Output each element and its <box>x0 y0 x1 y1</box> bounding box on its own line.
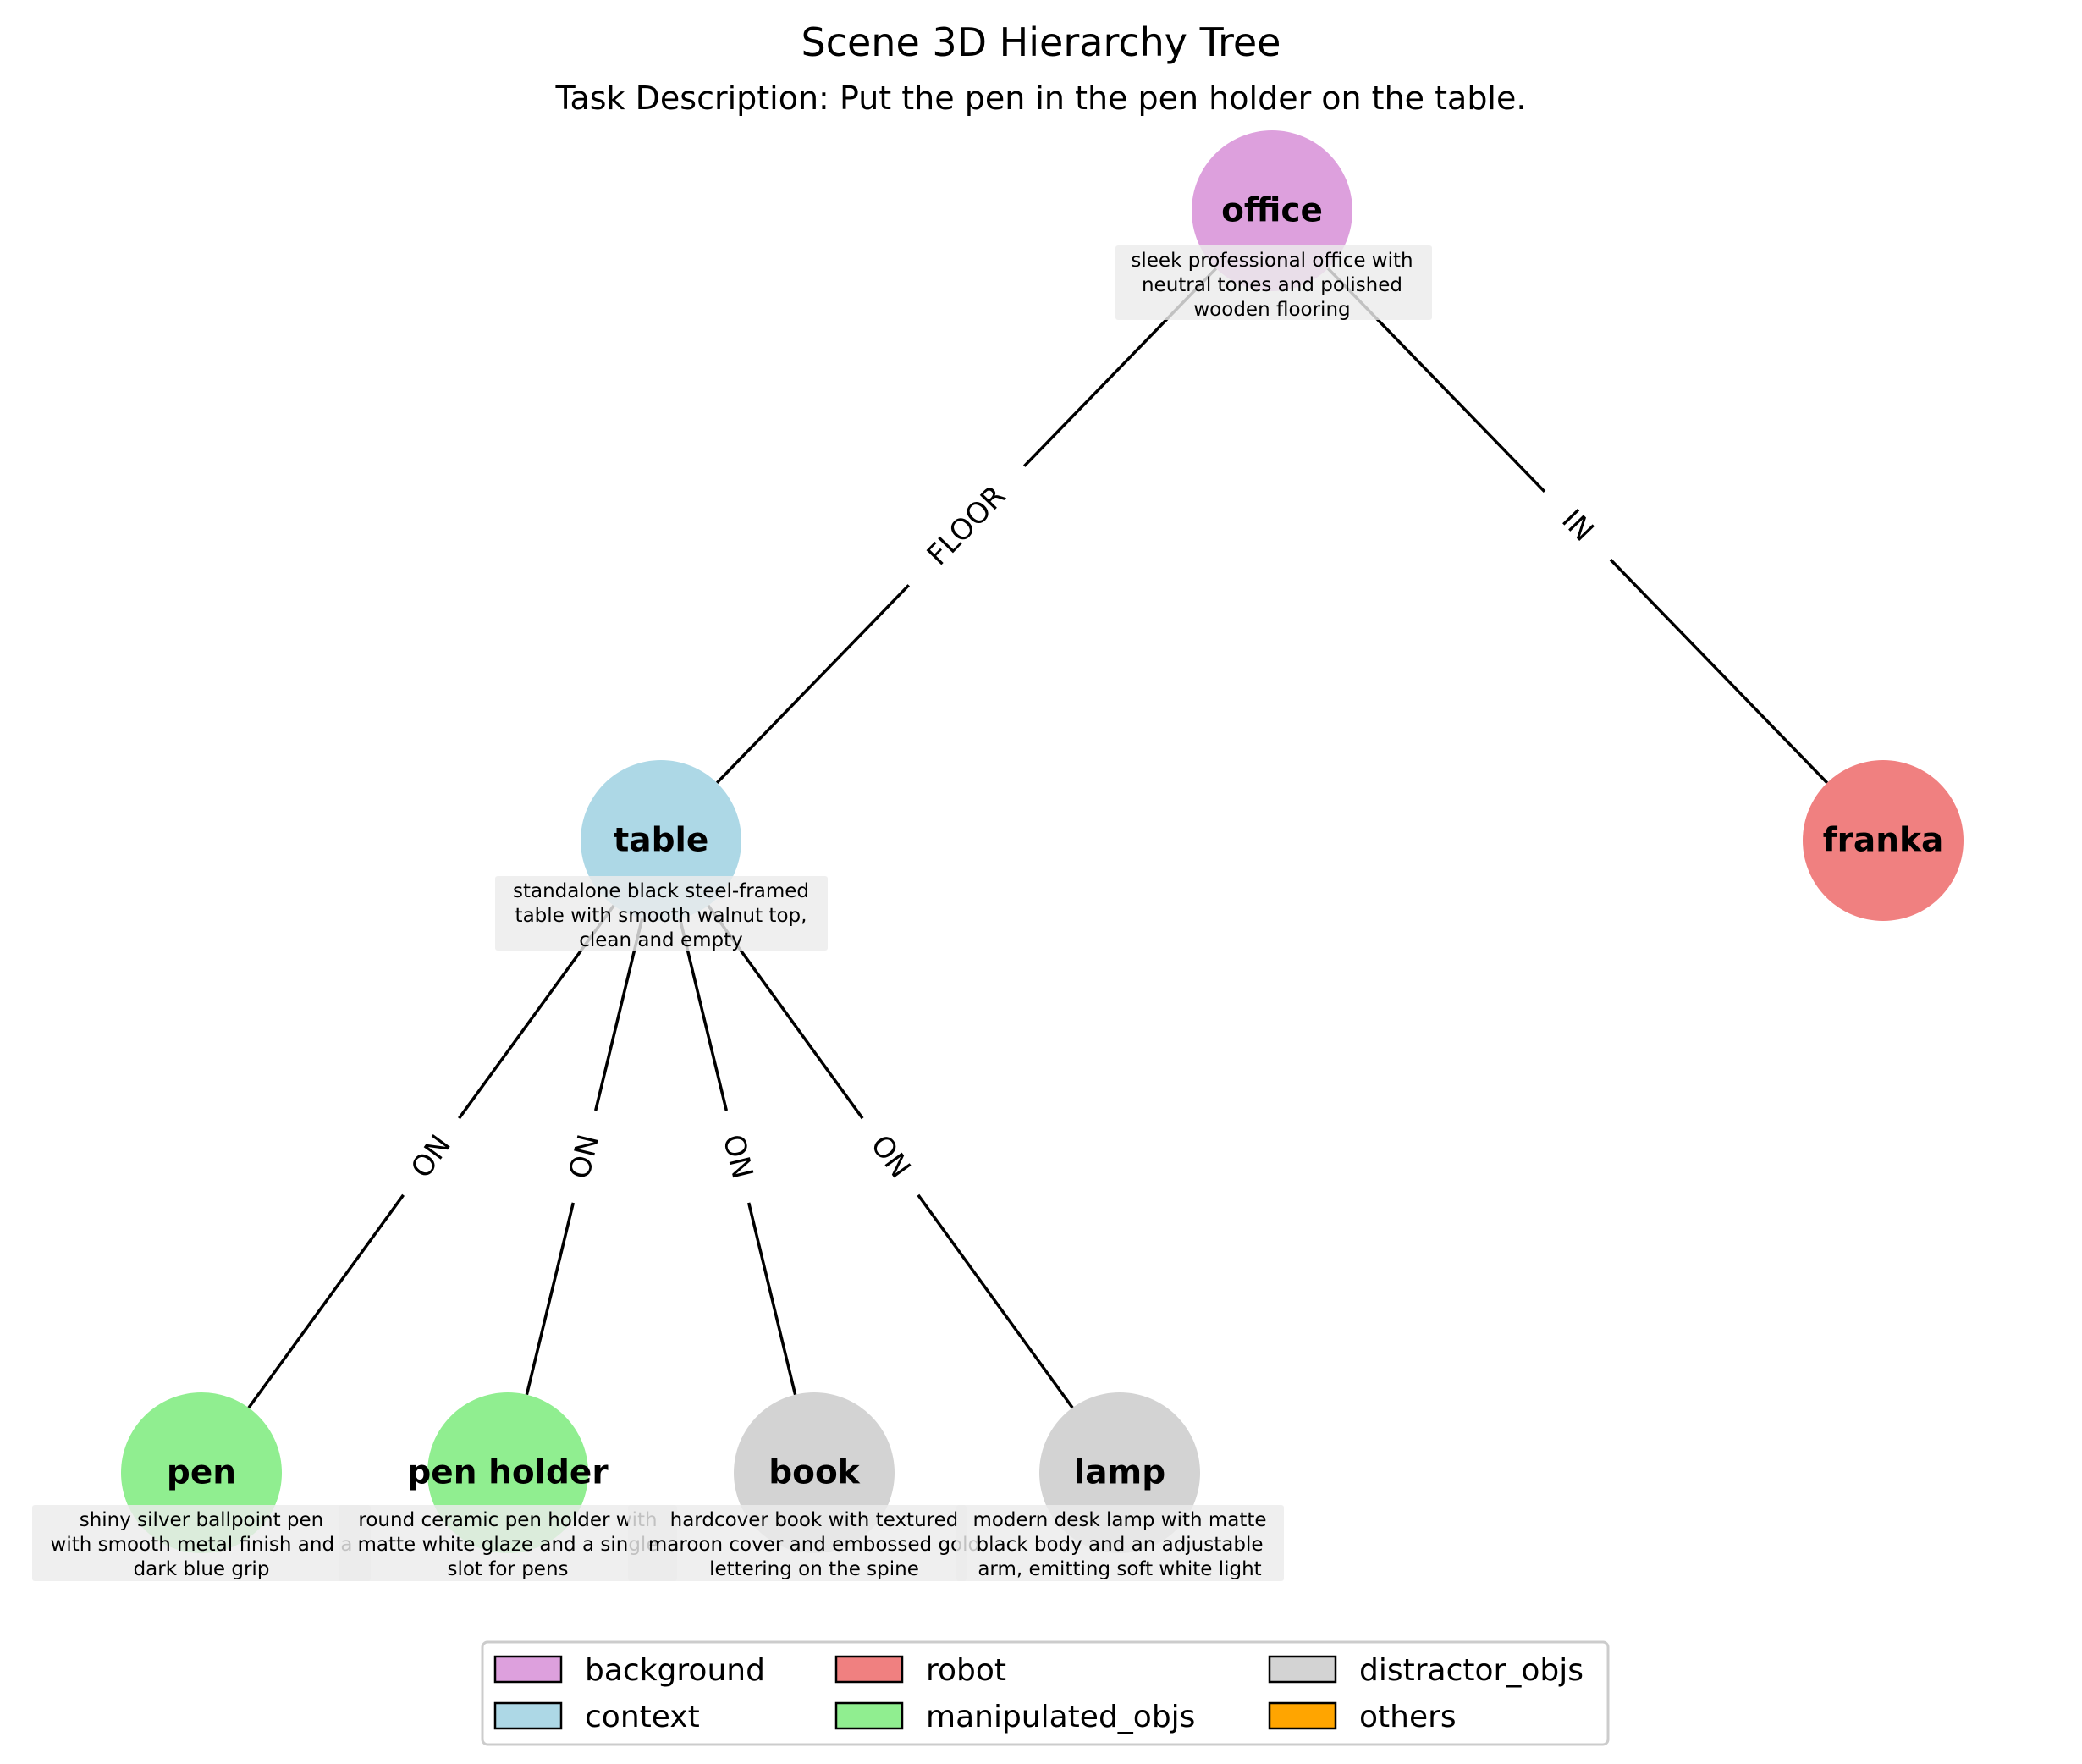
legend-swatch-robot <box>834 1655 904 1684</box>
edge-table-book-line-lower <box>746 1202 797 1396</box>
node-franka-label: franka <box>1823 822 1944 860</box>
legend: background context robot manipulated_objs di… <box>481 1640 1610 1746</box>
node-pen-description-line: with smooth metal finish and a <box>51 1534 353 1556</box>
nodes-layer: office table franka pen pen holder book lamp sl… <box>32 130 1964 1581</box>
node-pen-holder-label: pen holder <box>407 1454 609 1492</box>
node-office-label: office <box>1221 192 1323 230</box>
node-pen-description-box <box>32 1505 371 1581</box>
node-lamp-description-line: black body and an adjustable <box>976 1534 1263 1556</box>
node-pen-holder-description-box <box>339 1505 677 1581</box>
edge-office-franka-line-lower <box>1609 558 1829 785</box>
legend-label-robot: robot <box>926 1653 1006 1688</box>
node-book-description-line: lettering on the spine <box>709 1558 919 1580</box>
edge-table-pen-line-lower <box>247 1193 405 1409</box>
edge-office-franka-label: IN <box>1555 503 1600 548</box>
legend-label-manipulated-objs: manipulated_objs <box>926 1700 1195 1734</box>
node-book-description-box <box>628 1505 967 1581</box>
node-lamp-description-line: arm, emitting soft white light <box>978 1558 1261 1580</box>
node-table-description-line: standalone black steel-framed <box>513 880 809 902</box>
edge-table-lamp-line-lower <box>917 1193 1074 1409</box>
edge-table-pen-holder-label: ON <box>563 1131 606 1182</box>
edge-table-book-line-upper <box>678 918 729 1111</box>
legend-label-distractor-objs: distractor_objs <box>1359 1653 1584 1688</box>
node-office-description-line: sleek professional office with <box>1131 250 1413 272</box>
edge-table-lamp-label: ON <box>863 1129 917 1185</box>
legend-swatch-background <box>493 1655 563 1684</box>
node-pen-description-line: shiny silver ballpoint pen <box>80 1509 324 1531</box>
node-pen-label: pen <box>167 1454 236 1492</box>
legend-swatch-distractor-objs <box>1268 1655 1337 1684</box>
legend-swatch-context <box>493 1701 563 1730</box>
diagram-subtitle: Task Description: Put the pen in the pen… <box>555 80 1527 117</box>
node-table-description-line: table with smooth walnut top, <box>515 905 807 927</box>
legend-swatch-manipulated-objs <box>834 1701 904 1730</box>
node-table-label: table <box>614 822 709 860</box>
legend-swatch-others <box>1268 1701 1337 1730</box>
node-lamp-label: lamp <box>1074 1454 1165 1492</box>
node-book-label: book <box>768 1454 861 1492</box>
edge-table-pen-holder-line-upper <box>593 918 644 1111</box>
node-franka-circle <box>1803 760 1964 921</box>
edge-office-table-label: FLOOR <box>921 479 1012 572</box>
node-office-description-box <box>1115 245 1432 320</box>
edge-table-pen-holder-line-lower <box>525 1202 576 1396</box>
node-office-description-line: wooden flooring <box>1193 299 1350 321</box>
node-table-description-line: clean and empty <box>579 929 743 951</box>
edge-table-book-label: ON <box>716 1131 759 1182</box>
node-office-description-line: neutral tones and polished <box>1142 274 1402 296</box>
edge-office-table-line-lower <box>715 584 911 785</box>
node-book-description-line: maroon cover and embossed gold <box>648 1534 980 1556</box>
node-book-description-line: hardcover book with textured <box>670 1509 959 1531</box>
diagram-title: Scene 3D Hierarchy Tree <box>801 19 1281 65</box>
edges-layer: FLOOR IN ON ON ON ON <box>247 267 1829 1409</box>
legend-label-background: background <box>585 1653 765 1688</box>
node-lamp-description-line: modern desk lamp with matte <box>972 1509 1266 1531</box>
node-lamp-description-box <box>956 1505 1284 1581</box>
legend-label-others: others <box>1359 1700 1457 1734</box>
node-pen-holder-description-line: matte white glaze and a single <box>358 1534 658 1556</box>
legend-label-context: context <box>585 1700 700 1734</box>
node-pen-description-line: dark blue grip <box>134 1558 270 1580</box>
edge-table-pen-label: ON <box>405 1129 458 1185</box>
node-table-description-box <box>495 876 828 951</box>
node-pen-holder-description-line: round ceramic pen holder with <box>358 1509 657 1531</box>
node-pen-holder-description-line: slot for pens <box>447 1558 568 1580</box>
